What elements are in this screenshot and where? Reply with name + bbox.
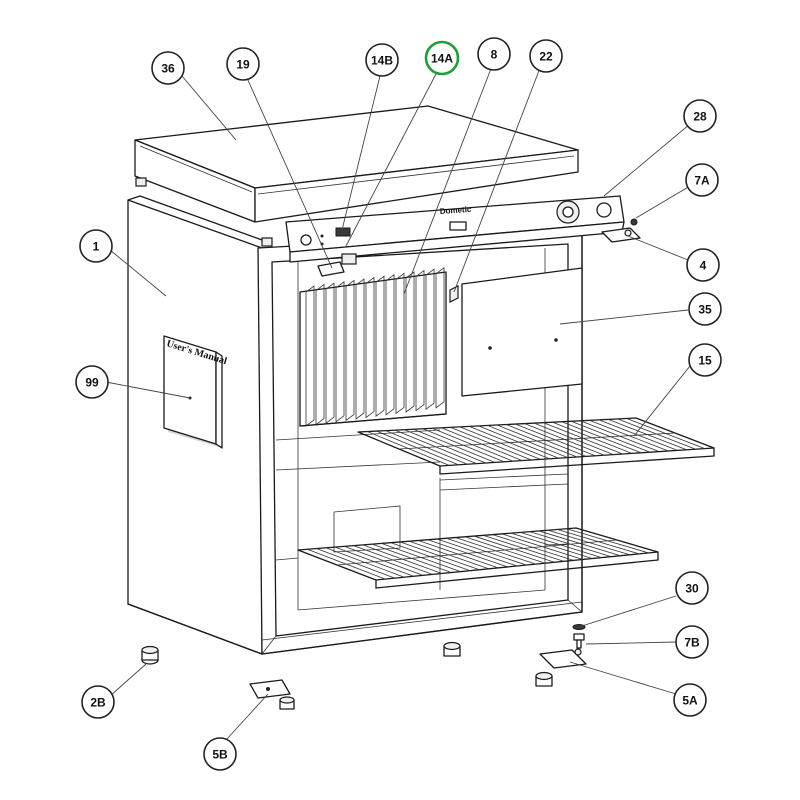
callout-label: 7B (684, 636, 700, 650)
callout-28: 28 (683, 99, 717, 133)
callout-label: 36 (161, 62, 175, 76)
callout-7a: 7A (685, 163, 719, 197)
lower-wire-shelf (297, 527, 659, 589)
callout-label: 2B (90, 696, 106, 710)
bracket-19 (317, 253, 357, 277)
hinge-bottom-5B (249, 679, 291, 699)
callout-14b: 14B (365, 43, 399, 77)
callout-5a: 5A (673, 683, 707, 717)
callout-30: 30 (675, 571, 709, 605)
evaporator-fins (299, 266, 447, 427)
top-lid (134, 105, 579, 247)
callout-36: 36 (151, 51, 185, 85)
callout-label: 8 (491, 48, 498, 62)
callout-label: 4 (700, 259, 707, 273)
callout-19: 19 (226, 47, 260, 81)
upper-wire-shelf (357, 417, 715, 475)
callout-7b: 7B (675, 625, 709, 659)
callout-layer: 36 19 14B 14A 8 22 28 7A 4 1 35 99 15 30 7B 2B 5A 5B (75, 37, 722, 771)
door-panel (449, 267, 583, 397)
callout-35: 35 (688, 292, 722, 326)
callout-2b: 2B (81, 685, 115, 719)
hinge-top (601, 218, 641, 243)
callout-label: 19 (236, 58, 250, 72)
callout-label: 14A (431, 52, 453, 66)
callout-label: 22 (539, 50, 553, 64)
callout-5b: 5B (203, 737, 237, 771)
callout-label: 30 (685, 582, 699, 596)
callout-14a: 14A (424, 40, 460, 76)
foot-center (443, 641, 461, 657)
leader-lines (105, 65, 691, 741)
screw-7B (572, 624, 586, 649)
callout-4: 4 (686, 248, 720, 282)
callout-99: 99 (75, 365, 109, 399)
callout-label: 5A (682, 694, 698, 708)
callout-22: 22 (529, 39, 563, 73)
callout-label: 15 (698, 354, 712, 368)
callout-label: 1 (93, 240, 100, 254)
callout-label: 14B (371, 54, 393, 68)
callout-label: 7A (694, 174, 710, 188)
control-panel: Dometic (285, 195, 625, 263)
callout-label: 35 (698, 303, 712, 317)
callout-15: 15 (688, 343, 722, 377)
user-manual: User's Manual (163, 335, 228, 449)
brand-label: Dometic (440, 205, 473, 216)
callout-8: 8 (477, 37, 511, 71)
foot-5B (279, 696, 295, 710)
callout-label: 99 (85, 376, 99, 390)
foot-2B (141, 645, 159, 665)
callout-label: 5B (212, 748, 228, 762)
callout-label: 28 (693, 110, 707, 124)
foot-right (535, 671, 553, 687)
callout-1: 1 (79, 229, 113, 263)
